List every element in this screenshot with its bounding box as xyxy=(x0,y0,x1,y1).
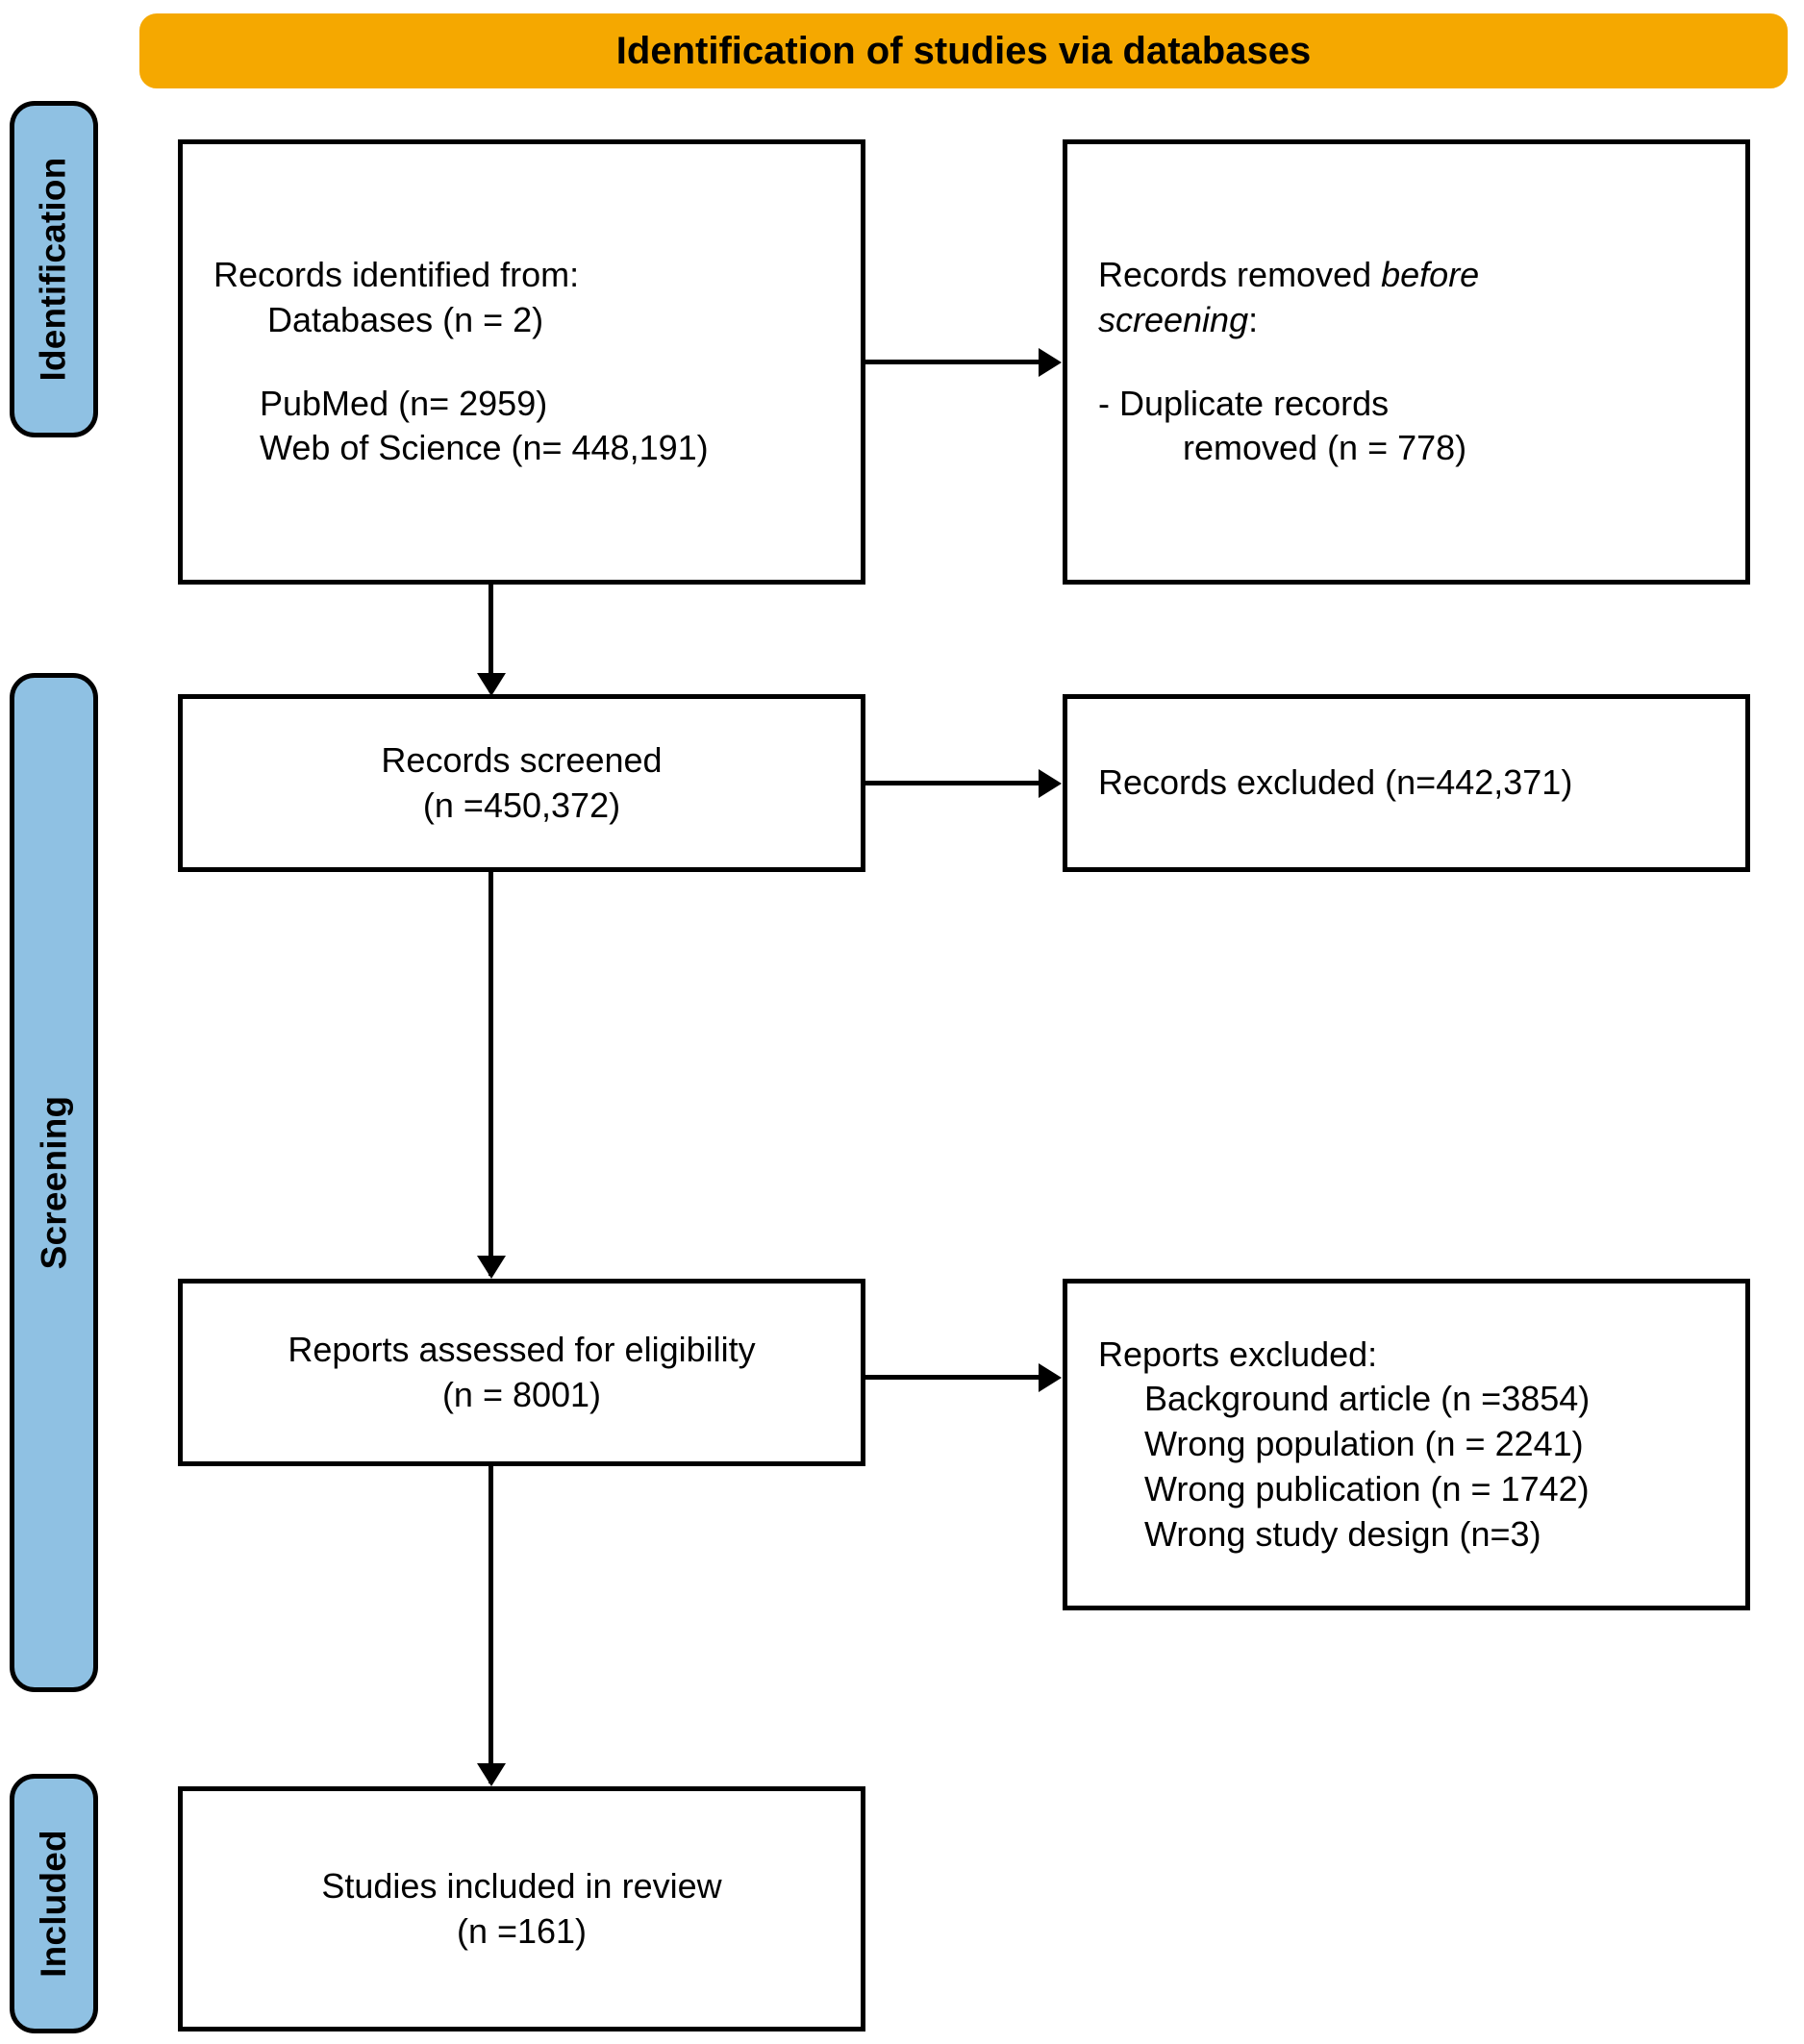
box-records-identified: Records identified from: Databases (n = … xyxy=(178,139,865,585)
records-removed-line-1: Records removed before xyxy=(1098,253,1479,298)
reports-excluded-line-2: Background article (n =3854) xyxy=(1144,1379,1591,1419)
records-excluded-line-1: Records excluded (n=442,371) xyxy=(1098,762,1573,803)
box-records-removed: Records removed before screening: - Dupl… xyxy=(1063,139,1750,585)
connector-identified-to-removed xyxy=(865,360,1046,364)
arrowhead-identified-to-removed xyxy=(1039,348,1062,377)
arrowhead-screened-to-assessed xyxy=(477,1256,506,1279)
records-removed-line-4: removed (n = 778) xyxy=(1183,428,1467,468)
page-title: Identification of studies via databases xyxy=(615,29,1312,72)
reports-excluded-line-4: Wrong publication (n = 1742) xyxy=(1144,1468,1590,1508)
records-screened-line-2: (n =450,372) xyxy=(422,785,621,825)
connector-screened-to-assessed xyxy=(489,872,493,1276)
phase-bar-screening: Screening xyxy=(10,673,98,1692)
studies-included-line-1: Studies included in review xyxy=(321,1865,722,1906)
records-identified-line-1: Records identified from: xyxy=(213,254,580,294)
box-records-screened: Records screened (n =450,372) xyxy=(178,694,865,872)
reports-assessed-line-1: Reports assessed for eligibility xyxy=(288,1329,756,1369)
phase-label-included: Included xyxy=(34,1830,74,1978)
records-identified-line-2: Databases (n = 2) xyxy=(267,299,544,339)
phase-label-screening: Screening xyxy=(34,1095,74,1270)
connector-assessed-to-excluded xyxy=(865,1375,1046,1380)
reports-excluded-line-5: Wrong study design (n=3) xyxy=(1144,1513,1541,1554)
records-removed-emphasis: before xyxy=(1381,254,1480,294)
records-removed-colon: : xyxy=(1248,299,1259,339)
box-reports-assessed: Reports assessed for eligibility (n = 80… xyxy=(178,1279,865,1466)
records-identified-line-4: Web of Science (n= 448,191) xyxy=(260,428,709,468)
studies-included-line-2: (n =161) xyxy=(456,1910,588,1951)
box-records-excluded: Records excluded (n=442,371) xyxy=(1063,694,1750,872)
phase-bar-included: Included xyxy=(10,1774,98,2033)
connector-assessed-to-included xyxy=(489,1466,493,1783)
records-removed-line-2: screening: xyxy=(1098,298,1258,343)
arrowhead-assessed-to-included xyxy=(477,1763,506,1786)
diagram-title-banner: Identification of studies via databases xyxy=(139,13,1788,88)
records-screened-line-1: Records screened xyxy=(381,739,663,780)
reports-assessed-line-2: (n = 8001) xyxy=(441,1374,602,1414)
connector-screened-to-excluded xyxy=(865,781,1046,785)
phase-bar-identification: Identification xyxy=(10,101,98,437)
arrowhead-screened-to-excluded xyxy=(1039,769,1062,798)
box-studies-included: Studies included in review (n =161) xyxy=(178,1786,865,2032)
connector-identified-to-screened xyxy=(489,585,493,692)
reports-excluded-line-3: Wrong population (n = 2241) xyxy=(1144,1424,1584,1464)
records-removed-text: Records removed xyxy=(1098,254,1382,294)
arrowhead-identified-to-screened xyxy=(477,673,506,696)
records-identified-line-3: PubMed (n= 2959) xyxy=(260,383,548,423)
reports-excluded-line-1: Reports excluded: xyxy=(1098,1334,1378,1374)
records-removed-line-3: - Duplicate records xyxy=(1098,383,1390,423)
records-removed-emphasis-2: screening xyxy=(1098,299,1249,339)
box-reports-excluded: Reports excluded: Background article (n … xyxy=(1063,1279,1750,1610)
arrowhead-assessed-to-excluded xyxy=(1039,1363,1062,1392)
phase-label-identification: Identification xyxy=(34,157,73,382)
